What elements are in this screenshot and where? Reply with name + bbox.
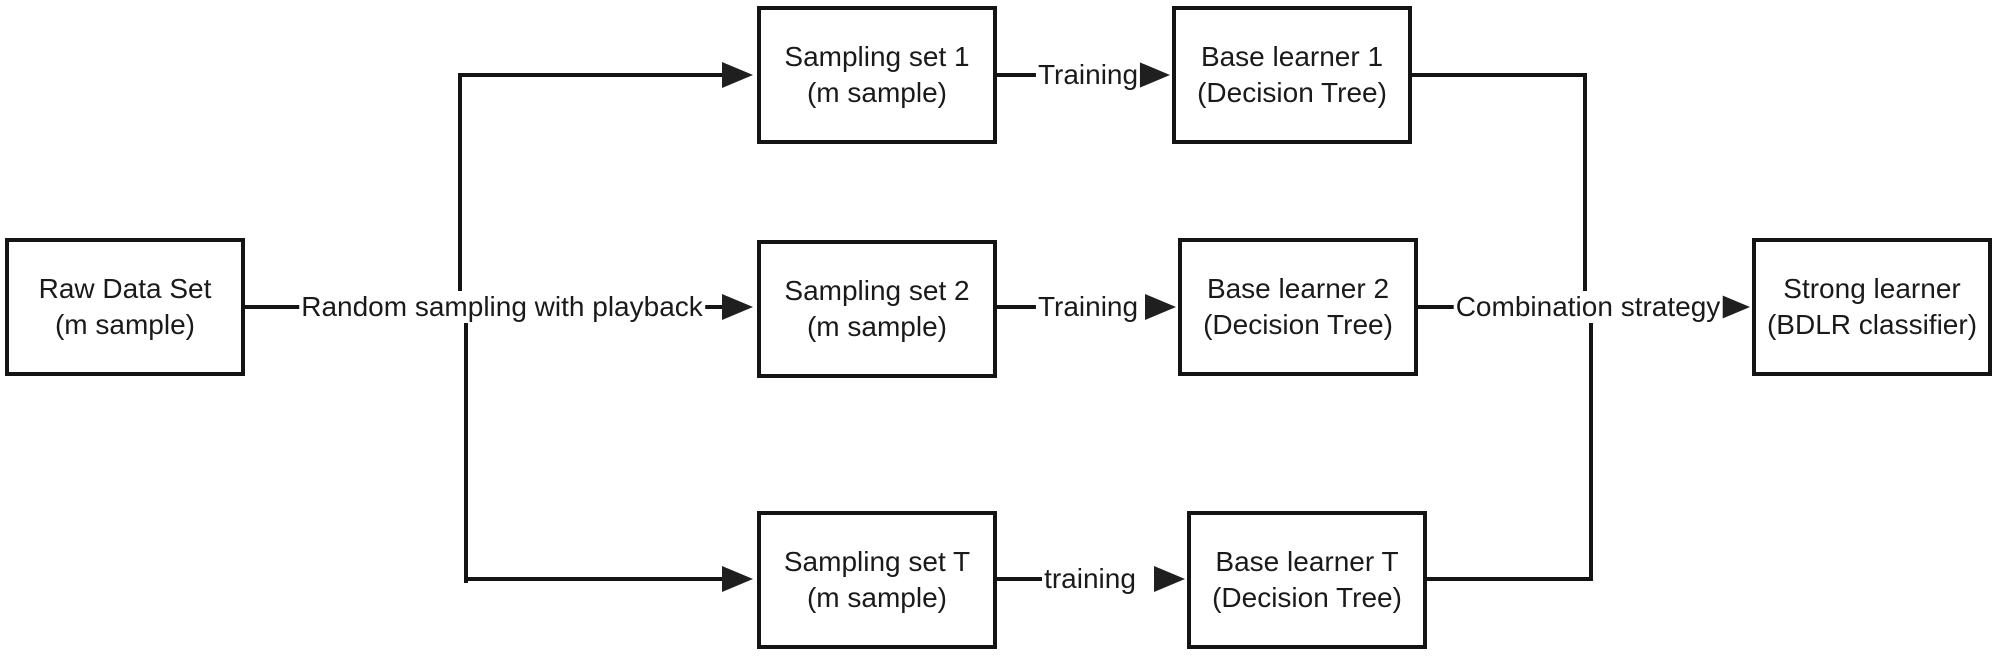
edge-to-samplingT-line [464, 577, 726, 581]
edge-label-training-2: Training [1035, 291, 1141, 323]
edge-baseT-out-line [1425, 577, 1593, 581]
node-base-learner-2-line1: Base learner 2 [1206, 273, 1390, 304]
edge-training2-line [996, 305, 1042, 309]
node-sampling-set-2: Sampling set 2 (m sample) [757, 240, 997, 378]
node-raw-data-set: Raw Data Set (m sample) [5, 238, 245, 376]
edge-combine-vertical-upper [1583, 73, 1587, 292]
edge-to-sampling1-line [458, 73, 726, 77]
node-sampling-set-T-line2: (m sample) [806, 582, 947, 613]
node-strong-learner-line2: (BDLR classifier) [1766, 309, 1978, 340]
arrowhead-into-sampling2-icon [722, 294, 753, 320]
node-base-learner-2-line2: (Decision Tree) [1203, 309, 1393, 340]
arrowhead-into-strong-learner-icon [1719, 294, 1750, 320]
edge-base2-out-line [1416, 305, 1456, 309]
node-sampling-set-1-line2: (m sample) [806, 77, 947, 108]
arrowhead-into-sampling1-icon [722, 62, 753, 88]
edge-label-training-T: training [1042, 563, 1138, 595]
node-sampling-set-1: Sampling set 1 (m sample) [757, 6, 997, 144]
node-base-learner-1-line2: (Decision Tree) [1197, 77, 1387, 108]
edge-label-random-sampling: Random sampling with playback [299, 291, 705, 323]
node-base-learner-2: Base learner 2 (Decision Tree) [1178, 238, 1418, 376]
node-base-learner-1: Base learner 1 (Decision Tree) [1172, 6, 1412, 144]
edge-mid-to-sampling2-line [688, 305, 726, 309]
edge-label-training-1: Training [1035, 59, 1141, 91]
node-sampling-set-2-line2: (m sample) [806, 311, 947, 342]
arrowhead-into-baseT-icon [1154, 566, 1185, 592]
node-raw-data-set-line2: (m sample) [54, 309, 195, 340]
node-sampling-set-T-line1: Sampling set T [783, 546, 971, 577]
node-sampling-set-2-line1: Sampling set 2 [784, 275, 970, 306]
node-base-learner-1-line1: Base learner 1 [1200, 41, 1384, 72]
edge-training1-line [996, 73, 1042, 77]
edge-combine-vertical-lower [1589, 323, 1593, 581]
node-raw-data-set-line1: Raw Data Set [38, 273, 212, 304]
edge-label-combination-strategy: Combination strategy [1453, 291, 1723, 323]
edge-base1-out-line [1410, 73, 1587, 77]
arrowhead-into-base1-icon [1139, 62, 1170, 88]
edge-trainingT-line [996, 577, 1042, 581]
node-base-learner-T-line2: (Decision Tree) [1212, 582, 1402, 613]
arrowhead-into-base2-icon [1145, 294, 1176, 320]
node-strong-learner-line1: Strong learner [1783, 273, 1961, 304]
node-base-learner-T: Base learner T (Decision Tree) [1187, 511, 1427, 649]
edge-branch-vertical-upper [458, 73, 462, 294]
node-base-learner-T-line1: Base learner T [1215, 546, 1399, 577]
edge-raw-out-line [243, 305, 315, 309]
node-sampling-set-T: Sampling set T (m sample) [757, 511, 997, 649]
arrowhead-into-samplingT-icon [722, 566, 753, 592]
edge-branch-vertical-lower [464, 323, 468, 583]
node-strong-learner: Strong learner (BDLR classifier) [1752, 238, 1992, 376]
node-sampling-set-1-line1: Sampling set 1 [784, 41, 970, 72]
